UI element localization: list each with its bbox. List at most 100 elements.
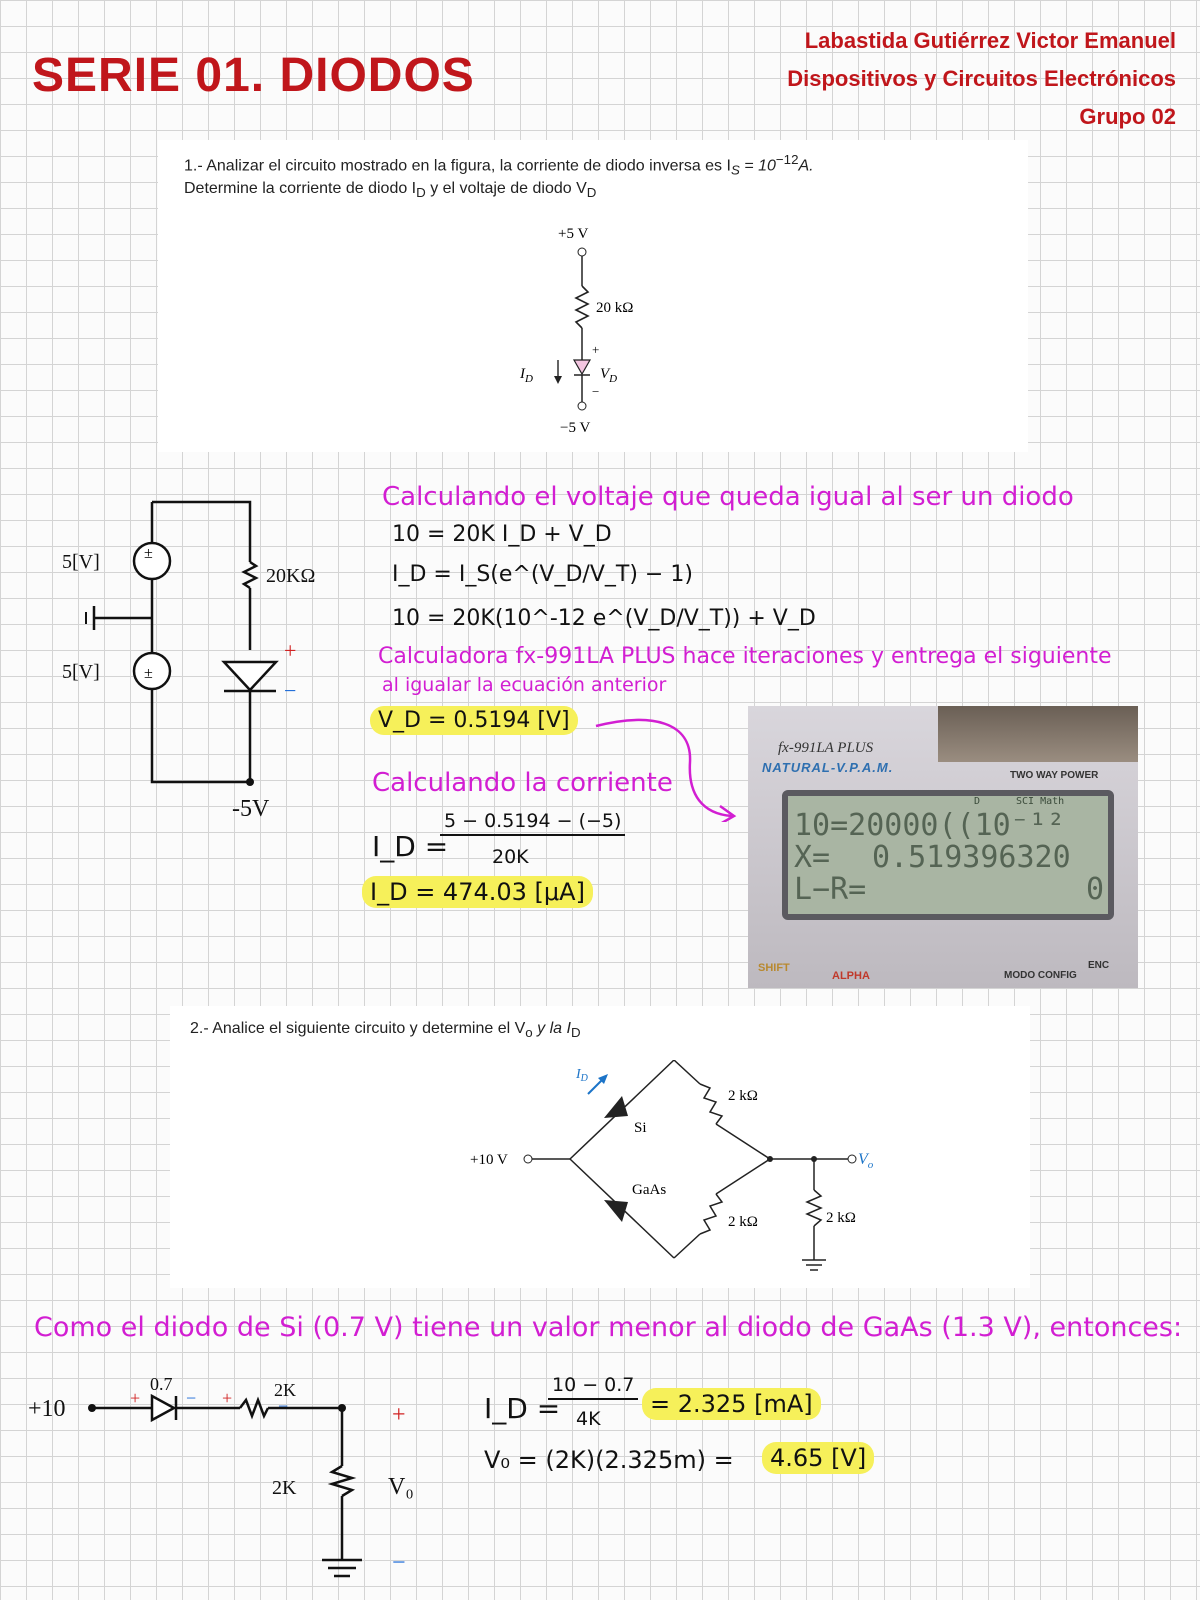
p1-text-c: y el voltaje de diodo V: [425, 180, 587, 197]
sc2-node: [338, 1404, 346, 1412]
sc1-source-1-plus: ±: [144, 545, 153, 562]
sc2-vo-label: V₀: [388, 1474, 414, 1500]
sc2-diode: [150, 1393, 177, 1423]
page-title: SERIE 01. DIODOS: [32, 49, 475, 102]
p1-vd-result: V_D = 0.5194 [V]: [370, 706, 578, 735]
calc-line2-label: X=: [794, 840, 831, 875]
p1-id-numerator: 5 − 0.5194 − (−5): [440, 810, 626, 836]
fig2-si-label: Si: [634, 1120, 647, 1136]
sc2-vo-minus: −: [392, 1550, 406, 1576]
p1-id-denominator: 20K: [492, 846, 529, 868]
sc2-diode-minus: −: [186, 1388, 196, 1408]
p1-sub-d2: D: [586, 185, 597, 201]
problem1-statement-line2: Determine la corriente de diodo ID y el …: [184, 180, 596, 200]
sc2-r1-plus: +: [222, 1388, 232, 1408]
course-name: Dispositivos y Circuitos Electrónicos: [787, 66, 1176, 91]
sc1-minus: −: [284, 678, 296, 703]
problem1-figure: +5 V 20 kΩ + ID VD − −5 V: [519, 226, 633, 436]
group-label: Grupo 02: [1079, 104, 1176, 129]
calculator-photo: fx-991LA PLUS NATURAL-V.P.A.M. TWO WAY P…: [748, 706, 1138, 988]
p2-vo-expression: V₀ = (2K)(2.325m) =: [484, 1446, 734, 1474]
calc-alpha-key: ALPHA: [832, 970, 870, 982]
p1-current-heading: Calculando la corriente: [372, 768, 673, 798]
fig1-top-terminal: [577, 247, 587, 257]
p1-is-value: = 10: [739, 157, 776, 175]
fig1-arrow-head: [554, 376, 562, 384]
sc1-wire-top: [152, 500, 252, 562]
fig2-id-label: ID: [575, 1067, 589, 1084]
calc-mode-key: MODO CONFIG: [1004, 970, 1077, 981]
problem2-panel: [170, 1006, 1030, 1288]
fig1-plus: +: [592, 342, 599, 357]
calc-mode: SCI Math: [1016, 796, 1065, 807]
p1-is-sub: S: [730, 162, 740, 178]
p1-calc-note-2: al igualar la ecuación anterior: [382, 674, 667, 696]
sc2-vo-plus: +: [392, 1402, 406, 1428]
problem1-panel: [158, 140, 1028, 452]
fig2-node: [767, 1156, 773, 1162]
p2-vo-result: 4.65 [V]: [762, 1442, 875, 1474]
fig2-output-terminal: [847, 1154, 857, 1164]
sc1-node-label: -5V: [232, 796, 270, 822]
sc2-r1-label: 2K: [274, 1380, 296, 1400]
sc1-source-1-label: 5[V]: [62, 551, 100, 573]
author-name: Labastida Gutiérrez Victor Emanuel: [804, 28, 1176, 53]
problem2-statement: 2.- Analice el siguiente circuito y dete…: [190, 1020, 581, 1040]
calc-line2-value: 0.519396320: [872, 840, 1071, 875]
sc1-source-1: [132, 541, 172, 581]
calc-brand: NATURAL-V.P.A.M.: [762, 760, 894, 775]
p2-id-result: = 2.325 [mA]: [642, 1388, 821, 1420]
sc1-resistor: [241, 560, 259, 590]
p1-exp: −12: [775, 152, 799, 167]
fig2-gaas-label: GaAs: [632, 1182, 666, 1198]
problem1-statement-line1: 1.- Analizar el circuito mostrado en la …: [184, 152, 814, 178]
fig2-node-2: [811, 1156, 817, 1162]
p1-eq2: I_D = I_S(e^(V_D/V_T) − 1): [392, 562, 693, 587]
sc1-wire-bottom: [150, 690, 250, 784]
sc1-source-2: [132, 651, 172, 691]
sc2-diode-plus: +: [130, 1388, 140, 1408]
p2-sub-o: o: [525, 1025, 533, 1041]
calc-screen: D SCI Math 10=20000((10⁻¹² X= 0.51939632…: [782, 790, 1114, 920]
p1-id-label: I_D =: [372, 830, 449, 863]
p1-calc-note-1: Calculadora fx-991LA PLUS hace iteracion…: [378, 644, 1112, 669]
calc-line3-value: 0: [1086, 872, 1105, 907]
p2-id-denominator: 4K: [576, 1408, 601, 1430]
sc1-resistor-label: 20KΩ: [266, 565, 315, 587]
calc-model: fx-991LA PLUS: [778, 740, 874, 756]
calc-shift-key: SHIFT: [758, 962, 790, 974]
fig2-r3-label: 2 kΩ: [826, 1210, 856, 1226]
p2-text-b: y la I: [532, 1020, 571, 1037]
p1-sub-d1: D: [416, 185, 426, 201]
p2-text-a: 2.- Analice el siguiente circuito y dete…: [190, 1020, 526, 1037]
p2-sub-d: D: [570, 1025, 581, 1041]
fig2-si-diode: [604, 1096, 628, 1118]
fig1-diode: [572, 359, 592, 376]
calc-line1: 10=20000((10⁻¹²: [794, 808, 1065, 843]
p1-arrow: [595, 718, 737, 822]
fig1-resistor-label: 20 kΩ: [596, 300, 633, 316]
sc2-r2-label: 2K: [272, 1477, 297, 1499]
p1-heading: Calculando el voltaje que queda igual al…: [382, 482, 1074, 512]
fig1-bottom-label: −5 V: [560, 420, 590, 436]
p2-id-label: I_D =: [484, 1392, 561, 1425]
sc1-node: [246, 778, 254, 786]
sc1-diode: [221, 660, 279, 692]
p1-text-b: Determine la corriente de diodo I: [184, 180, 417, 197]
p1-eq1: 10 = 20K I_D + V_D: [392, 522, 612, 547]
fig2-r2-label: 2 kΩ: [728, 1214, 758, 1230]
sc1-source-2-plus: ±: [144, 665, 153, 682]
fig2-terminal: [523, 1154, 533, 1164]
calc-enc-key: ENC: [1088, 960, 1110, 971]
fig2-r1-label: 2 kΩ: [728, 1088, 758, 1104]
p2-id-numerator: 10 − 0.7: [548, 1374, 639, 1400]
fig2-vo-label: Vo: [858, 1151, 874, 1171]
sc1-plus: +: [284, 638, 296, 663]
p1-text-a: 1.- Analizar el circuito mostrado en la …: [184, 157, 731, 175]
calc-power: TWO WAY POWER: [1010, 770, 1099, 781]
sc2-source-label: +10: [28, 1396, 66, 1422]
fig1-bottom-terminal: [577, 401, 587, 411]
p2-note: Como el diodo de Si (0.7 V) tiene un val…: [34, 1312, 1183, 1343]
fig2-id-arrow-head: [598, 1074, 608, 1084]
sc2-diode-voltage: 0.7: [150, 1374, 173, 1394]
